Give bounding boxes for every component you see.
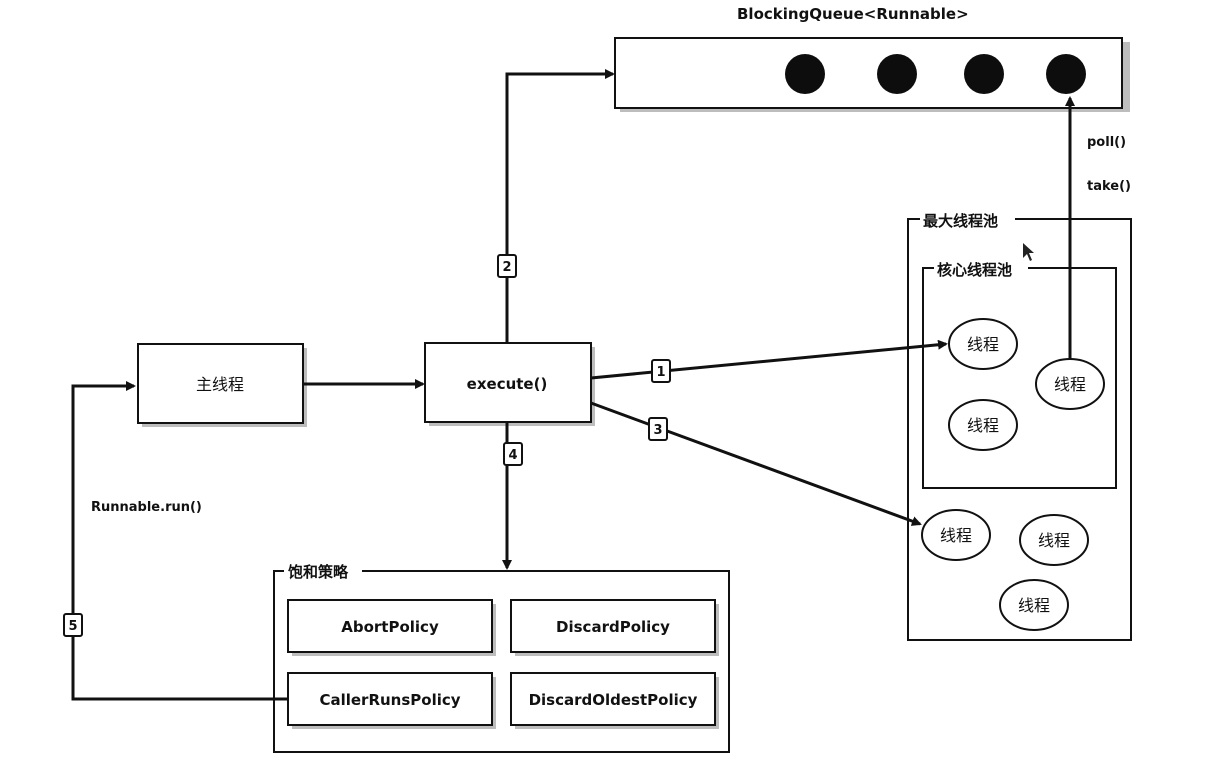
max-pool-title: 最大线程池 [923, 212, 998, 230]
arrow-1-to-core [590, 339, 948, 380]
queue-title: BlockingQueue<Runnable> [737, 5, 969, 23]
step-label-2: 2 [502, 260, 511, 275]
caller-runs-policy-box [287, 672, 493, 726]
saturation-title: 饱和策略 [288, 563, 349, 581]
runnable-run-label: Runnable.run() [91, 500, 202, 515]
take-label: take() [1087, 179, 1131, 194]
step-label-5: 5 [68, 619, 77, 634]
max-thread-3-label: 线程 [1018, 596, 1050, 615]
core-pool-frame [922, 267, 1117, 489]
step-badge-4 [503, 442, 523, 466]
core-thread-1-label: 线程 [967, 335, 999, 354]
max-thread-2 [1019, 514, 1089, 566]
queue-task-3 [964, 54, 1004, 94]
step-label-4: 4 [508, 448, 517, 463]
step-badge-1 [651, 359, 671, 383]
discard-oldest-policy-label: DiscardOldestPolicy [529, 691, 698, 709]
arrow-3-to-max [590, 401, 922, 526]
poll-label: poll() [1087, 135, 1126, 150]
discard-policy-label: DiscardPolicy [556, 618, 670, 636]
blocking-queue [614, 37, 1123, 109]
arrow-5-runnable-run [71, 381, 288, 701]
abort-policy-box [287, 599, 493, 653]
step-badge-2 [497, 254, 517, 278]
caller-runs-policy-label: CallerRunsPolicy [319, 691, 460, 709]
core-thread-2 [948, 399, 1018, 451]
core-thread-1 [948, 318, 1018, 370]
max-thread-1-label: 线程 [940, 526, 972, 545]
arrow-2-to-queue [505, 69, 615, 343]
core-thread-3-label: 线程 [1054, 375, 1086, 394]
step-badge-3 [648, 417, 668, 441]
core-pool-title: 核心线程池 [937, 261, 1012, 279]
queue-task-2 [877, 54, 917, 94]
max-thread-3 [999, 579, 1069, 631]
execute-label: execute() [467, 375, 548, 393]
max-thread-1 [921, 509, 991, 561]
main-thread-label: 主线程 [196, 375, 244, 394]
mouse-cursor-icon [1023, 243, 1034, 261]
step-label-3: 3 [653, 423, 662, 438]
main-thread-box [137, 343, 304, 424]
discard-policy-box [510, 599, 716, 653]
core-thread-2-label: 线程 [967, 416, 999, 435]
max-thread-2-label: 线程 [1038, 531, 1070, 550]
step-badge-5 [63, 613, 83, 637]
saturation-frame [273, 570, 730, 753]
max-pool-frame [907, 218, 1132, 641]
queue-task-4 [1046, 54, 1086, 94]
abort-policy-label: AbortPolicy [341, 618, 439, 636]
queue-task-1 [785, 54, 825, 94]
discard-oldest-policy-box [510, 672, 716, 726]
step-label-1: 1 [656, 365, 665, 380]
